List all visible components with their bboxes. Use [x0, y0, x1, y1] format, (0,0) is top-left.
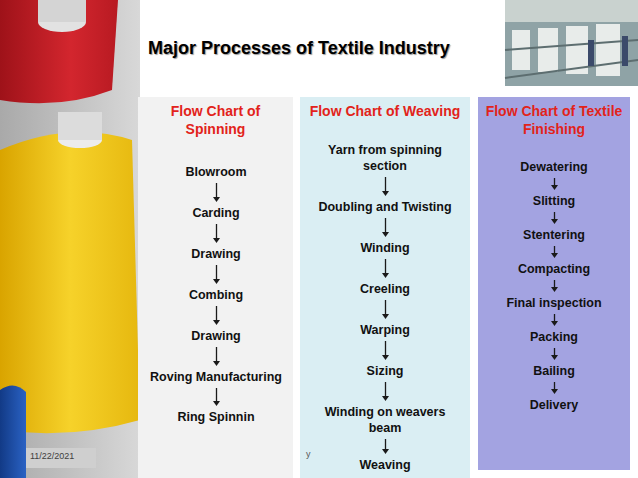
step-label: Drawing	[142, 328, 290, 344]
process-step: Drawing	[142, 328, 290, 344]
step-label: Stentering	[481, 227, 627, 243]
process-step: Sizing	[310, 363, 460, 379]
slide-title: Major Processes of Textile Industry	[148, 38, 450, 59]
step-label: Bailing	[481, 363, 627, 379]
process-step: Bailing	[481, 363, 627, 379]
step-label: Roving Manufacturing	[142, 369, 290, 385]
step-label: Sizing	[310, 363, 460, 379]
step-label: Compacting	[481, 261, 627, 277]
flow-arrow	[213, 347, 220, 366]
flow-arrow	[382, 259, 389, 278]
panel-heading: Flow Chart of Spinning	[138, 97, 293, 138]
flow-arrow	[551, 246, 558, 258]
step-label: Doubling and Twisting	[310, 199, 460, 215]
step-label: Yarn from spinning section	[310, 142, 460, 174]
process-step: Roving Manufacturing	[142, 369, 290, 385]
panel-heading: Flow Chart of Textile Finishing	[478, 97, 630, 138]
flow-panel: Flow Chart of WeavingYarn from spinning …	[300, 97, 470, 478]
flow-arrow	[213, 183, 220, 202]
flow-arrow	[551, 314, 558, 326]
process-step: Yarn from spinning section	[310, 142, 460, 174]
step-label: Creeling	[310, 281, 460, 297]
panel-heading: Flow Chart of Weaving	[300, 97, 470, 120]
process-step: Doubling and Twisting	[310, 199, 460, 215]
step-label: Blowroom	[142, 164, 290, 180]
step-label: Winding	[310, 240, 460, 256]
flow-arrow	[382, 218, 389, 237]
flow-arrow	[382, 341, 389, 360]
flow-arrow	[382, 300, 389, 319]
step-label: Dewatering	[481, 159, 627, 175]
process-step: Warping	[310, 322, 460, 338]
process-step: Compacting	[481, 261, 627, 277]
step-label: Warping	[310, 322, 460, 338]
process-step: Slitting	[481, 193, 627, 209]
flow-arrow	[551, 280, 558, 292]
flow-arrow	[213, 224, 220, 243]
step-label: Ring Spinnin	[142, 409, 290, 425]
flow-arrow	[551, 212, 558, 224]
flow-arrow	[551, 382, 558, 394]
process-step: Weaving	[310, 457, 460, 473]
step-label: Final inspection	[481, 295, 627, 311]
flow-arrow	[551, 178, 558, 190]
process-step: Creeling	[310, 281, 460, 297]
step-label: Delivery	[481, 397, 627, 413]
flow-arrow	[382, 177, 389, 196]
process-step: Combing	[142, 287, 290, 303]
step-label: Carding	[142, 205, 290, 221]
process-step: Dewatering	[481, 159, 627, 175]
process-step: Carding	[142, 205, 290, 221]
step-label: Slitting	[481, 193, 627, 209]
step-label: Packing	[481, 329, 627, 345]
step-label: Drawing	[142, 246, 290, 262]
process-step: Delivery	[481, 397, 627, 413]
flow-panel: Flow Chart of SpinningBlowroomCardingDra…	[138, 97, 293, 478]
flow-arrow	[382, 439, 389, 454]
process-step: Drawing	[142, 246, 290, 262]
flow-arrow	[213, 265, 220, 284]
process-step: Ring Spinnin	[142, 409, 290, 425]
footer-fragment: y	[306, 449, 311, 459]
process-step: Blowroom	[142, 164, 290, 180]
flow-arrow	[382, 382, 389, 401]
flow-arrow	[213, 388, 220, 406]
process-step: Winding on weavers beam	[310, 404, 460, 436]
step-label: Weaving	[310, 457, 460, 473]
process-step: Stentering	[481, 227, 627, 243]
step-label: Combing	[142, 287, 290, 303]
flow-panel: Flow Chart of Textile FinishingDewaterin…	[478, 97, 630, 470]
process-step: Packing	[481, 329, 627, 345]
flow-arrow	[551, 348, 558, 360]
date-footer: 11/22/2021	[30, 451, 74, 461]
process-step: Final inspection	[481, 295, 627, 311]
process-step: Winding	[310, 240, 460, 256]
step-label: Winding on weavers beam	[310, 404, 460, 436]
flow-arrow	[213, 306, 220, 325]
